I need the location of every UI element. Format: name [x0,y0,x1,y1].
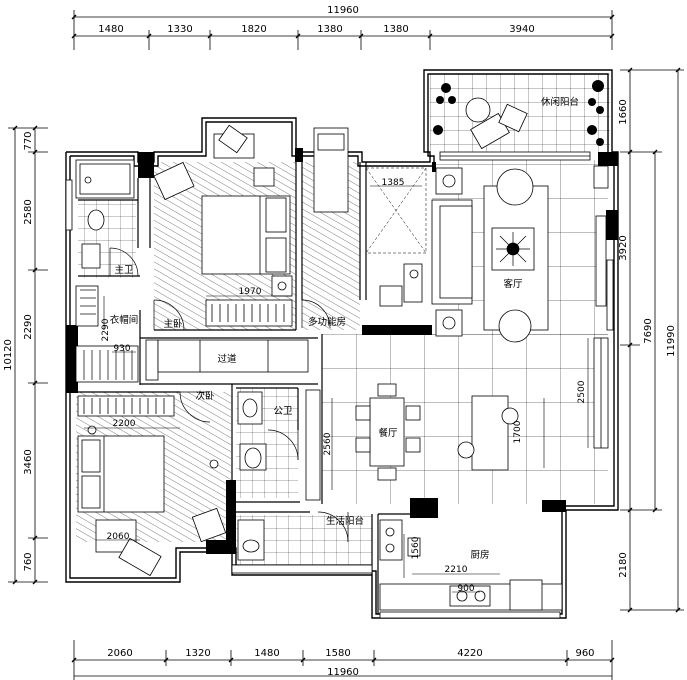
bottom-dim-6: 960 [575,648,594,659]
label-living-room: 客厅 [503,278,523,290]
dim-2500: 2500 [577,380,587,403]
top-dim-6: 3940 [509,24,534,35]
left-dim-1: 770 [23,131,34,150]
cloak-shelves [80,289,133,380]
label-cloakroom: 衣帽间 [110,314,139,326]
dim-2210: 2210 [445,565,468,575]
label-utility-balcony: 生活阳台 [326,515,364,527]
dim-2060: 2060 [107,532,130,542]
label-multi-room: 多功能房 [308,316,346,328]
dim-1970: 1970 [239,287,262,297]
bottom-dim-2: 1320 [185,648,210,659]
dim-900: 900 [457,584,474,594]
label-leisure-balcony: 休闲阳台 [541,96,579,108]
top-dim-1: 1480 [98,24,123,35]
left-dim-4: 3460 [23,449,34,474]
dim-1700: 1700 [513,420,523,443]
label-master-bath: 主卫 [114,264,134,276]
right-total-dim: 11990 [666,325,677,357]
label-second-bedroom: 次卧 [195,390,215,402]
interior-walls [78,152,436,614]
bottom-dim-4: 1580 [325,648,350,659]
label-kitchen: 厨房 [470,549,489,561]
multi-room-furniture [313,127,423,307]
top-dim-2: 1330 [167,24,192,35]
bottom-dim-1: 2060 [107,648,132,659]
top-dim-5: 1380 [383,24,408,35]
label-dining-room: 餐厅 [378,427,398,439]
second-bed [77,395,227,577]
bottom-dim-5: 4220 [457,648,482,659]
corridor-cabinet [145,339,309,381]
top-dimension-chain [71,10,615,50]
right-dim-3: 2180 [618,552,629,577]
kitchen-fixtures [379,519,563,611]
left-dimension-chain [8,125,48,585]
master-bed [201,167,293,327]
top-dim-3: 1820 [241,24,266,35]
dim-2290-inner: 2290 [101,318,111,341]
right-dimension-chain [620,67,684,613]
dim-1560: 1560 [411,536,421,559]
dim-930: 930 [113,344,130,354]
top-dim-4: 1380 [317,24,342,35]
left-dim-3: 2290 [23,314,34,339]
left-dim-5: 760 [23,552,34,571]
interior-dim-lines [84,185,589,593]
second-wardrobe-hatch [83,398,165,414]
dim-2560: 2560 [323,432,333,455]
top-total-dim: 11960 [327,5,359,16]
right-dim-2: 3920 [618,235,629,260]
left-dim-2: 2580 [23,199,34,224]
master-wardrobe-hatch [211,304,285,322]
bottom-total-dim: 11960 [327,667,359,678]
doors [109,247,349,543]
balcony-furniture [465,97,528,150]
label-public-bath: 公卫 [273,406,293,417]
left-total-dim: 10120 [3,339,14,371]
dining-furniture [305,383,519,501]
label-corridor: 过道 [217,353,237,365]
dim-2200: 2200 [113,419,136,429]
right-dim-1: 1660 [618,99,629,124]
dim-1385: 1385 [382,178,405,188]
bottom-dimension-chain [71,640,615,680]
label-master-bedroom: 主卧 [163,318,183,330]
right-mid-dim: 7690 [643,318,654,343]
solid-wall-blocks [66,148,618,554]
plant-icon [433,80,604,146]
master-bath-fixtures [75,159,139,383]
windows [65,151,614,619]
rug-plant-icon [496,232,530,266]
public-bath-fixtures [237,391,267,561]
master-armchair [153,124,255,201]
bottom-dim-3: 1480 [254,648,279,659]
